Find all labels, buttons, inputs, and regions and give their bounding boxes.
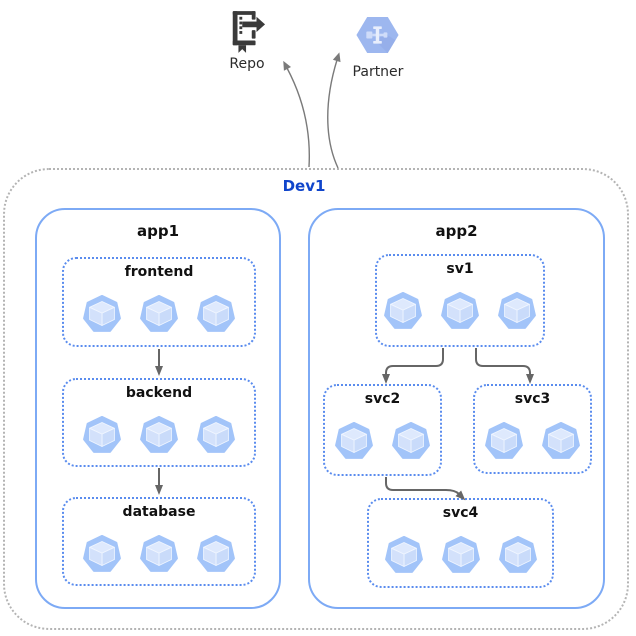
- pod-icon: [140, 416, 178, 453]
- service-sv1-label: sv1: [446, 261, 474, 277]
- service-svc3-label: svc3: [514, 391, 551, 407]
- pod-icon: [83, 535, 121, 572]
- pod-icon: [140, 295, 178, 332]
- sv1-pods: [383, 292, 537, 329]
- svc4-pods: [384, 536, 538, 573]
- pod-icon: [83, 295, 121, 332]
- edge-dev1-partner: [327, 52, 341, 169]
- pod-icon: [335, 422, 373, 459]
- partner-label: Partner: [352, 64, 404, 80]
- frontend-pods: [82, 295, 236, 332]
- app2-label: app2: [435, 222, 478, 240]
- backend-pods: [82, 416, 236, 453]
- pod-icon: [485, 422, 523, 459]
- pod-icon: [498, 292, 536, 329]
- boundary-dev1-label: Dev1: [282, 177, 326, 195]
- pod-icon: [384, 292, 422, 329]
- service-svc4: svc4: [367, 498, 554, 588]
- service-backend-label: backend: [125, 385, 193, 401]
- pod-icon: [542, 422, 580, 459]
- pod-icon: [140, 535, 178, 572]
- service-sv1: sv1: [375, 254, 545, 347]
- pod-icon: [384, 536, 423, 573]
- service-svc2: svc2: [323, 384, 442, 476]
- svc2-pods: [334, 422, 431, 459]
- database-pods: [82, 535, 236, 572]
- service-backend: backend: [62, 378, 256, 467]
- service-database-label: database: [122, 504, 196, 520]
- service-frontend: frontend: [62, 257, 256, 347]
- boundary-dev1: [3, 168, 629, 630]
- svc3-pods: [484, 422, 581, 459]
- pod-icon: [83, 416, 121, 453]
- service-database: database: [62, 497, 256, 586]
- service-svc2-label: svc2: [364, 391, 401, 407]
- repo-label: Repo: [229, 56, 265, 72]
- pod-icon: [197, 295, 235, 332]
- source-repository-icon: [232, 11, 266, 53]
- app1-label: app1: [136, 222, 180, 240]
- pod-icon: [197, 416, 235, 453]
- service-frontend-label: frontend: [124, 264, 194, 280]
- pod-icon: [441, 292, 479, 329]
- pod-icon: [441, 536, 480, 573]
- pod-icon: [197, 535, 235, 572]
- partner-hexagon-icon: [356, 16, 399, 54]
- edge-dev1-repo: [283, 60, 311, 168]
- pod-icon: [498, 536, 537, 573]
- pod-icon: [392, 422, 430, 459]
- service-svc4-label: svc4: [442, 505, 479, 521]
- service-svc3: svc3: [473, 384, 592, 474]
